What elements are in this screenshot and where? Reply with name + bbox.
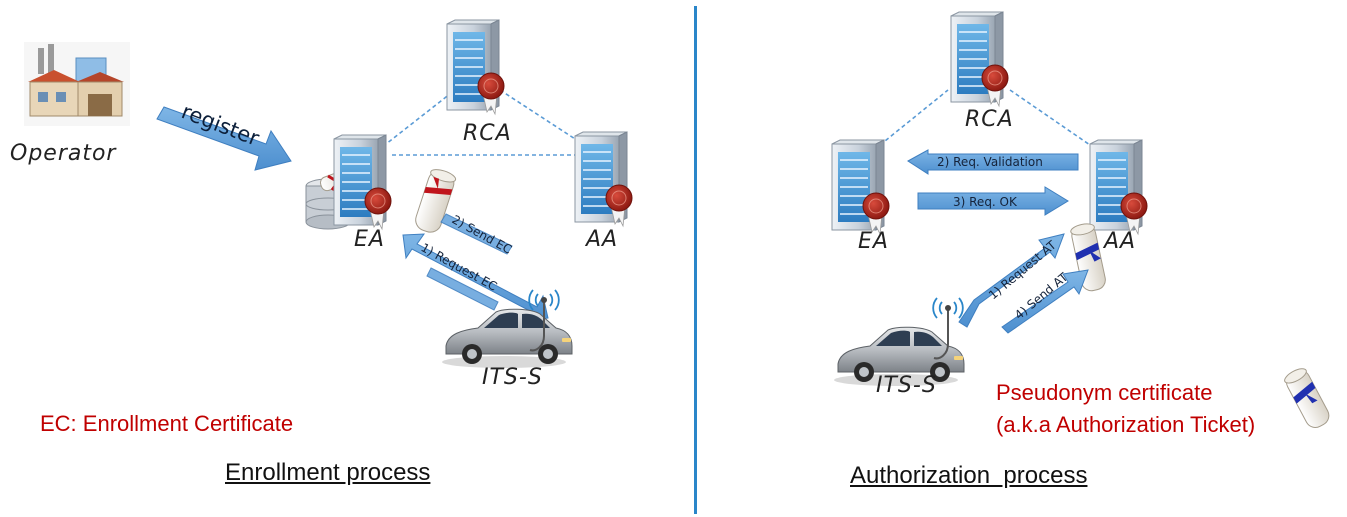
aa-server-icon — [574, 131, 633, 227]
ec-legend: EC: Enrollment Certificate — [40, 411, 294, 436]
ea-label: EA — [354, 227, 385, 252]
ea-server-icon — [333, 134, 392, 230]
authorization-panel: RCA EA AA 2) Req. Validation 3) Req. OK … — [831, 11, 1330, 428]
ea-server-icon — [831, 139, 890, 235]
authorization-caption: Authorization process — [850, 462, 1088, 489]
its-label: ITS-S — [482, 365, 543, 390]
enrollment-certificate-icon — [415, 169, 457, 233]
req-ok-arrow: 3) Req. OK — [917, 186, 1069, 216]
enrollment-caption: Enrollment process — [225, 459, 431, 486]
factory-icon — [24, 42, 130, 126]
rca-server-icon — [446, 19, 505, 115]
rca-server-icon — [950, 11, 1009, 107]
at-exchange-arrows: 1) Request AT 4) Send AT — [958, 233, 1089, 334]
panel-divider — [694, 6, 697, 514]
rca-label: RCA — [965, 107, 1014, 132]
trust-links — [879, 89, 1091, 146]
step-send-ec: 2) Send EC — [450, 212, 515, 256]
aa-server-icon — [1089, 139, 1148, 235]
ea-label: EA — [858, 229, 889, 254]
pseudonym-legend-line1: Pseudonym certificate — [996, 380, 1213, 405]
enrollment-panel: Operator register RCA EA AA — [10, 19, 633, 390]
step-req-validation: 2) Req. Validation — [937, 155, 1043, 169]
req-validation-arrow: 2) Req. Validation — [907, 149, 1079, 175]
operator-label: Operator — [10, 141, 117, 166]
register-label: register — [178, 99, 263, 151]
legend-certificate-icon — [1284, 368, 1330, 428]
step-req-ok: 3) Req. OK — [953, 195, 1018, 209]
register-arrow: register — [156, 99, 292, 171]
pseudonym-legend-line2: (a.k.a Authorization Ticket) — [996, 412, 1256, 437]
car-icon — [441, 308, 573, 369]
aa-label: AA — [1102, 229, 1136, 254]
aa-label: AA — [584, 227, 618, 252]
its-label: ITS-S — [876, 373, 937, 398]
rca-label: RCA — [463, 121, 512, 146]
